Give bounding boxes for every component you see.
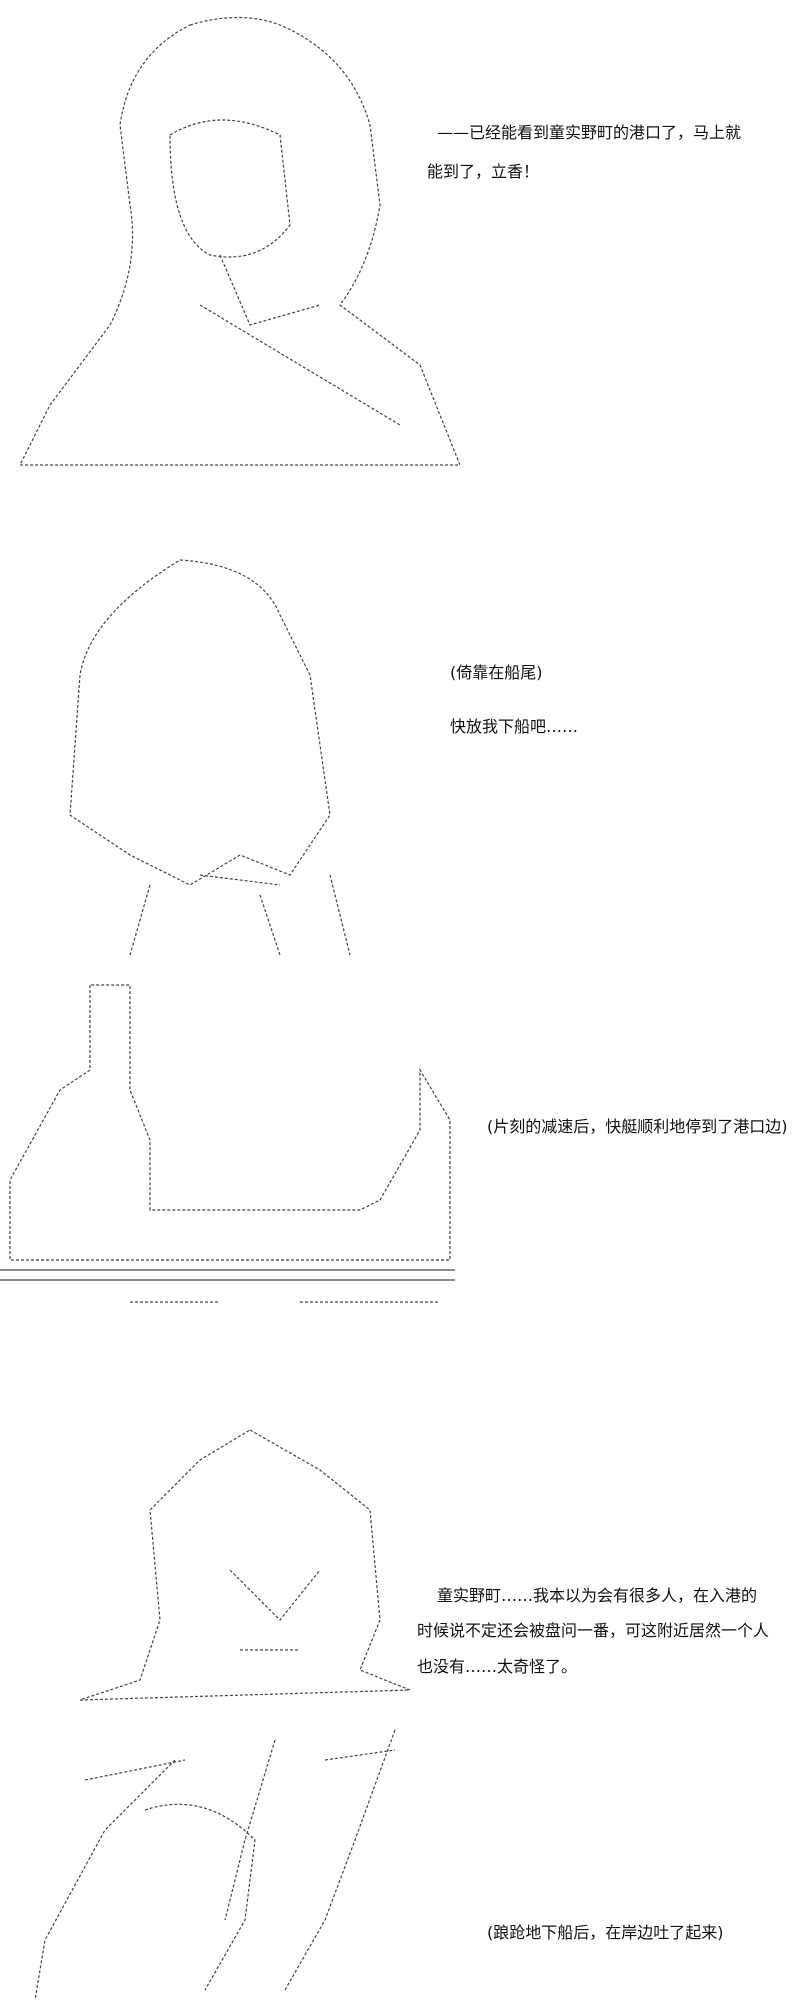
dialogue-line: 快放我下船吧……	[450, 717, 579, 736]
narration-line: (片刻的减速后，快艇顺利地停到了港口边)	[487, 1117, 788, 1136]
ascii-art-character-1	[20, 5, 460, 470]
ascii-art-harbor	[0, 980, 460, 1310]
dialogue-line: 时候说不定还会被盘问一番，可这附近居然一个人	[417, 1621, 770, 1640]
dialogue-line: 童实野町……我本以为会有很多人，在入港的	[437, 1586, 758, 1605]
dialogue-line: 也没有……太奇怪了。	[417, 1657, 578, 1676]
narration-line: (倚靠在船尾)	[450, 663, 543, 682]
ascii-art-character-4	[25, 1720, 415, 2000]
ascii-art-character-2	[30, 555, 370, 955]
dialogue-line: ——已经能看到童实野町的港口了，马上就	[437, 123, 742, 142]
narration-line: (踉跄地下船后，在岸边吐了起来)	[487, 1923, 724, 1942]
ascii-art-character-3	[80, 1420, 410, 1710]
dialogue-line: 能到了，立香！	[427, 162, 540, 181]
